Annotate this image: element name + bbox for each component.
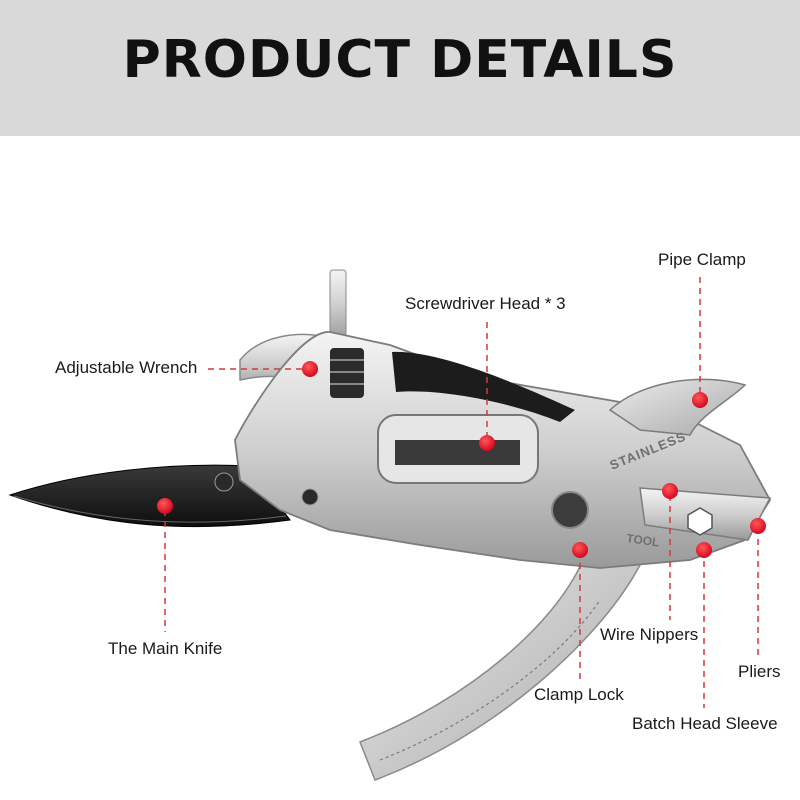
hex-socket — [687, 507, 713, 536]
markers — [157, 361, 766, 558]
marker-batch-head — [696, 542, 712, 558]
label-adjustable-wrench: Adjustable Wrench — [55, 358, 198, 377]
marker-pliers — [750, 518, 766, 534]
marker-adjustable-wrench — [302, 361, 318, 377]
knife-pivot — [214, 472, 234, 492]
screwdriver-bits — [395, 440, 520, 465]
marker-main-knife — [157, 498, 173, 514]
wrench-rack — [329, 269, 347, 341]
marker-wire-nippers — [662, 483, 678, 499]
handle-stamp: TOOL — [626, 531, 661, 549]
label-clamp-lock: Clamp Lock — [534, 685, 624, 704]
header-banner: PRODUCT DETAILS — [0, 0, 800, 136]
marker-clamp-lock — [572, 542, 588, 558]
knife-edge — [13, 495, 287, 523]
lower-handle-serration — [379, 599, 601, 761]
page-title: PRODUCT DETAILS — [122, 30, 678, 90]
body-rivet — [301, 488, 319, 506]
marker-pipe-clamp — [692, 392, 708, 408]
label-batch-head-sleeve: Batch Head Sleeve — [632, 714, 778, 733]
pipe-clamp-jaw — [608, 378, 747, 436]
lower-handle — [359, 554, 642, 781]
grip-insert — [392, 351, 575, 422]
leader-lines — [164, 277, 759, 708]
label-pipe-clamp: Pipe Clamp — [658, 250, 746, 269]
label-wire-nippers: Wire Nippers — [600, 625, 699, 644]
label-screwdriver-head: Screwdriver Head * 3 — [405, 294, 566, 313]
marker-screwdriver — [479, 435, 495, 451]
label-pliers: Pliers — [738, 662, 781, 681]
label-main-knife: The Main Knife — [108, 639, 223, 658]
clamp-lock-pivot — [551, 491, 589, 529]
